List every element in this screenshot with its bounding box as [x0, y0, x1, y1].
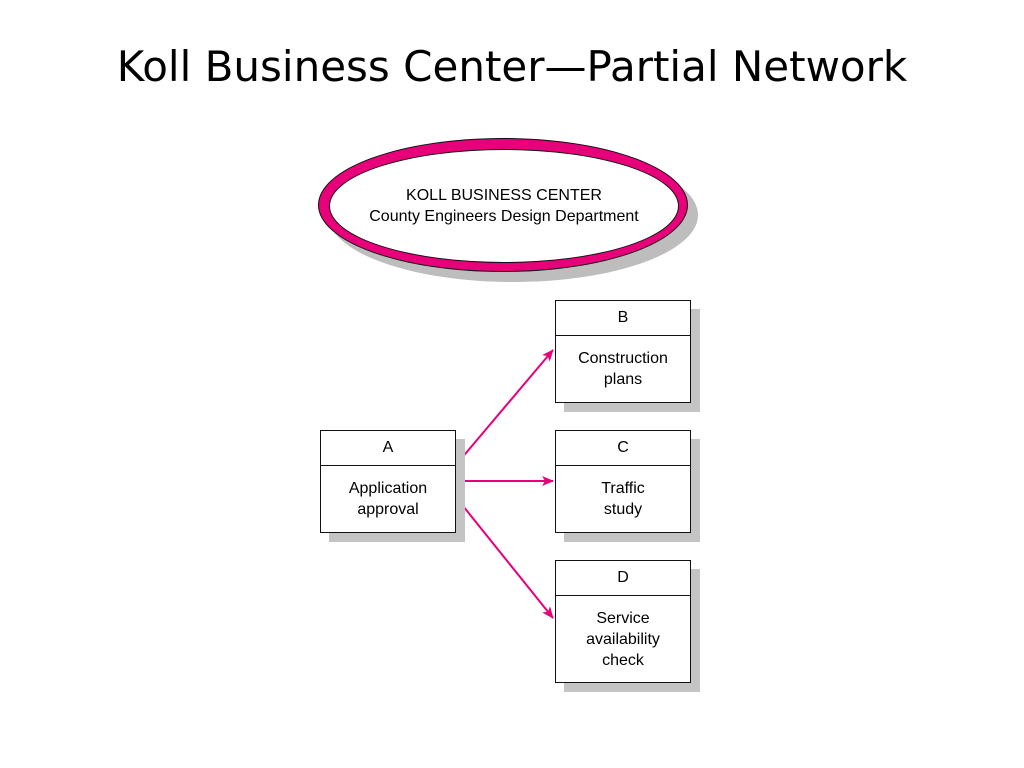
- node-description-line: Construction: [578, 350, 668, 367]
- node-description-line: Service: [596, 609, 650, 627]
- department-name: County Engineers Design Department: [369, 208, 639, 225]
- arrow-a-to-d: [454, 495, 554, 619]
- node-description: Application approval: [321, 466, 455, 532]
- organization-name: KOLL BUSINESS CENTER: [406, 187, 602, 204]
- node-id: A: [321, 431, 455, 466]
- activity-node-b: B Construction plans: [555, 300, 700, 412]
- node-id: B: [556, 301, 690, 336]
- arrow-a-to-b: [454, 349, 554, 467]
- node-description-line: study: [603, 501, 643, 518]
- node-id: D: [556, 561, 690, 596]
- node-description-line: check: [602, 651, 644, 669]
- ellipse-ring: KOLL BUSINESS CENTER County Engineers De…: [318, 138, 688, 272]
- ellipse-label: KOLL BUSINESS CENTER County Engineers De…: [329, 149, 679, 263]
- slide-title: Koll Business Center—Partial Network: [116, 42, 908, 91]
- node-description: Traffic study: [556, 466, 690, 532]
- activity-node-d: D Service availability check: [555, 560, 700, 692]
- node-id: C: [556, 431, 690, 466]
- organization-ellipse: KOLL BUSINESS CENTER County Engineers De…: [318, 138, 704, 288]
- node-description: Service availability check: [556, 596, 690, 682]
- node-description-line: Application: [348, 480, 428, 497]
- node-description-line: plans: [603, 371, 643, 388]
- node-description: Construction plans: [556, 336, 690, 402]
- node-description-line: Traffic: [601, 480, 645, 497]
- node-description-line: availability: [586, 630, 660, 648]
- activity-node-a: A Application approval: [320, 430, 465, 542]
- activity-node-c: C Traffic study: [555, 430, 700, 542]
- node-description-line: approval: [357, 501, 419, 518]
